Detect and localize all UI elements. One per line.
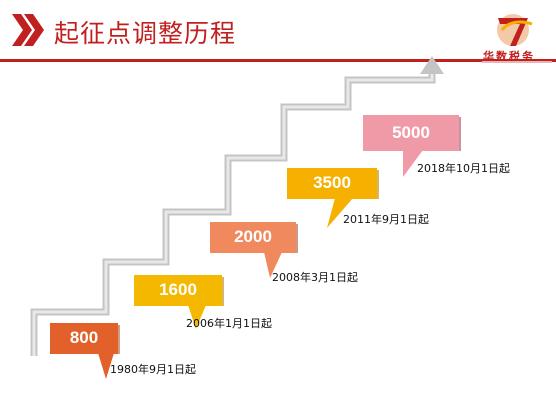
step-callout-2 — [134, 275, 224, 329]
step-callout-5 — [363, 115, 461, 177]
step-date-3: 2008年3月1日起 — [272, 271, 358, 284]
step-value-1: 800 — [69, 328, 99, 347]
logo-icon — [497, 14, 533, 46]
header-divider — [0, 59, 556, 62]
step-callout-3 — [210, 222, 298, 278]
step-value-4: 3500 — [313, 173, 351, 192]
step-date-4: 2011年9月1日起 — [343, 213, 429, 226]
slide-title: 起征点调整历程 — [54, 19, 237, 48]
logo-text: 华数税务 — [483, 50, 535, 63]
slide-header: 起征点调整历程 华数税务 — [0, 0, 556, 66]
step-callout-4 — [287, 168, 379, 228]
step-date-2: 2006年1月1日起 — [186, 317, 272, 330]
step-date-5: 2018年10月1日起 — [417, 162, 510, 175]
step-value-2: 1600 — [159, 280, 197, 299]
arrow-up-icon — [420, 56, 444, 74]
step-value-3: 2000 — [234, 227, 272, 246]
step-date-1: 1980年9月1日起 — [110, 363, 196, 376]
double-chevron-icon — [12, 14, 44, 46]
logo-underline — [482, 61, 552, 63]
step-value-5: 5000 — [392, 123, 430, 142]
step-callout-1 — [50, 323, 120, 379]
